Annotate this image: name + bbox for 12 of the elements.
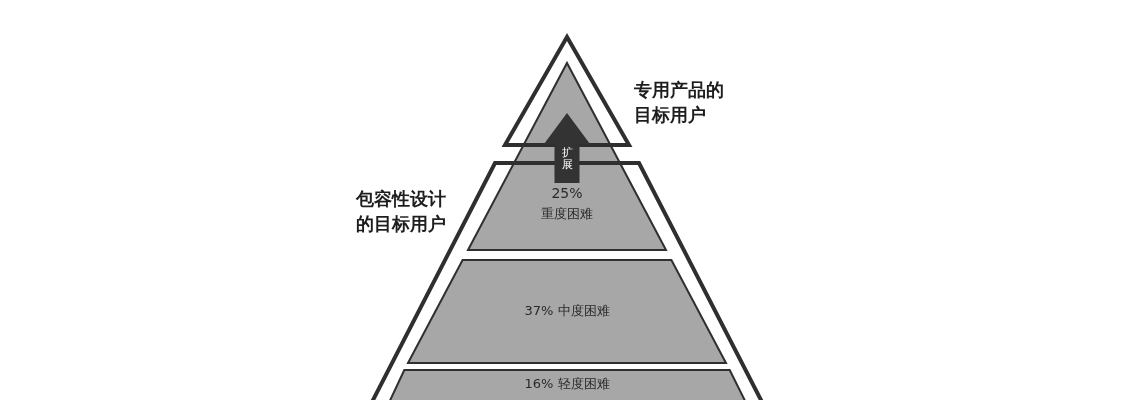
arrow-label: 扩展 [561, 147, 573, 172]
triangle-outline [501, 31, 633, 149]
block-arrow [544, 113, 590, 183]
pyramid-layer [386, 368, 748, 400]
layer-label: 重度困难 [541, 205, 593, 222]
group-label: 包容性设计的目标用户 [356, 187, 447, 236]
group-label: 专用产品的目标用户 [634, 78, 725, 127]
pyramid-layer [465, 59, 669, 252]
percentage-label: 25% [551, 185, 583, 203]
layer-label: 37% 中度困难 [524, 303, 610, 320]
layer-label: 16% 轻度困难 [524, 375, 610, 393]
pyramid-layer [406, 258, 728, 365]
